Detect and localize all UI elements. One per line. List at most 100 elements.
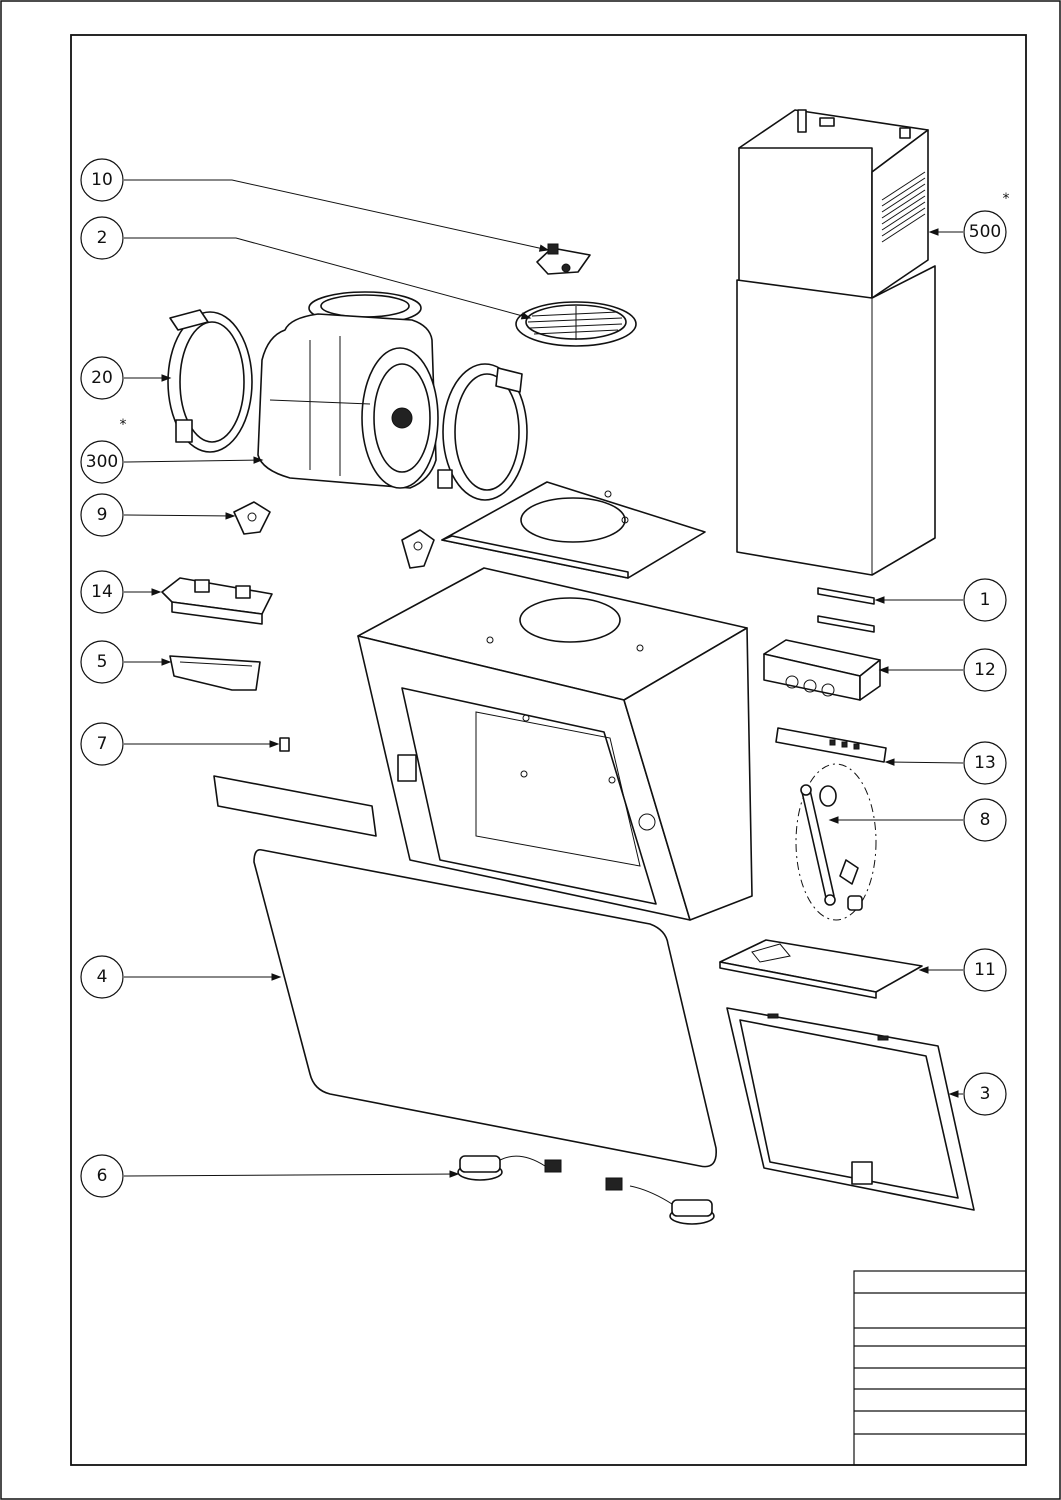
- leader-arrow-3: [948, 1090, 959, 1098]
- callout-20: 20: [80, 356, 124, 400]
- callout-3: 3: [963, 1072, 1007, 1116]
- leader-line-300: [123, 459, 263, 463]
- callout-circle-11: [963, 948, 1007, 992]
- asterisk-marker-300: *: [120, 417, 127, 433]
- part-12-electronic-box: [763, 639, 881, 701]
- part-5-cover: [169, 655, 261, 691]
- leader-line-9: [123, 514, 235, 517]
- part-ring-right: [437, 363, 528, 501]
- callout-circle-10: [80, 158, 124, 202]
- leader-line-2: [124, 237, 531, 319]
- part-13-control-panel: [775, 727, 887, 763]
- callout-circle-4: [80, 955, 124, 999]
- callout-1: 1: [963, 578, 1007, 622]
- callout-number-7: 7: [97, 734, 108, 754]
- callout-circle-7: [80, 722, 124, 766]
- leader-arrow-7: [269, 740, 280, 748]
- callout-circle-12: [963, 648, 1007, 692]
- title-block: [853, 1270, 1027, 1466]
- callout-circle-500: [963, 210, 1007, 254]
- part-main-body: [357, 567, 753, 921]
- callout-circle-14: [80, 570, 124, 614]
- leader-arrow-4: [271, 973, 282, 981]
- part-7-switch: [279, 737, 290, 752]
- leader-arrow-10: [538, 244, 550, 252]
- callout-12: 12: [963, 648, 1007, 692]
- callout-circle-2: [80, 216, 124, 260]
- part-11-filter: [719, 939, 923, 999]
- callout-circle-20: [80, 356, 124, 400]
- callout-6: 6: [80, 1154, 124, 1198]
- callout-number-500: 500: [969, 222, 1001, 242]
- leader-arrow-1: [874, 596, 885, 604]
- callout-8: 8: [963, 798, 1007, 842]
- callout-number-300: 300: [86, 452, 118, 472]
- drawing-frame: [70, 34, 1027, 1466]
- leader-arrow-20: [161, 374, 172, 382]
- part-4-glass-panel: [253, 848, 717, 1168]
- leader-arrow-8: [828, 816, 839, 824]
- part-9-bracket: [233, 501, 271, 535]
- callout-circle-300: [80, 440, 124, 484]
- callout-14: 14: [80, 570, 124, 614]
- part-8-gas-spring-kit: [795, 763, 877, 921]
- callout-circle-1: [963, 578, 1007, 622]
- leader-arrow-5: [161, 658, 172, 666]
- leader-arrow-11: [918, 966, 929, 974]
- part-300-motor: [257, 291, 439, 489]
- callout-10: 10: [80, 158, 124, 202]
- callout-number-2: 2: [97, 228, 108, 248]
- part-3-grease-filter: [726, 1007, 975, 1211]
- callout-5: 5: [80, 640, 124, 684]
- callout-11: 11: [963, 948, 1007, 992]
- callout-number-5: 5: [97, 652, 108, 672]
- part-front-strip: [213, 775, 377, 837]
- leader-arrow-14: [151, 588, 162, 596]
- callout-number-10: 10: [91, 170, 113, 190]
- leader-lines: [123, 179, 964, 1178]
- leader-arrow-12: [878, 666, 889, 674]
- callout-13: 13: [963, 741, 1007, 785]
- callout-number-4: 4: [97, 967, 108, 987]
- callout-number-1: 1: [980, 590, 991, 610]
- callout-number-12: 12: [974, 660, 996, 680]
- leader-arrow-6: [449, 1170, 460, 1178]
- callout-7: 7: [80, 722, 124, 766]
- leader-arrow-500: [928, 228, 939, 236]
- callout-300: 300: [80, 440, 124, 484]
- leader-arrow-13: [884, 758, 895, 766]
- part-chimney: [736, 109, 936, 576]
- callout-circle-8: [963, 798, 1007, 842]
- asterisk-marker-500: *: [1003, 191, 1010, 207]
- part-deflector-plate: [441, 481, 706, 579]
- callout-circle-3: [963, 1072, 1007, 1116]
- callout-number-9: 9: [97, 505, 108, 525]
- part-14-control-box: [161, 577, 273, 625]
- callout-9: 9: [80, 493, 124, 537]
- callout-500: 500: [963, 210, 1007, 254]
- part-20-ring-left: [167, 309, 253, 453]
- callout-number-3: 3: [980, 1084, 991, 1104]
- leader-arrow-9: [225, 512, 236, 520]
- callout-number-11: 11: [974, 960, 996, 980]
- leader-line-13: [885, 761, 964, 764]
- callout-circle-5: [80, 640, 124, 684]
- callout-circle-9: [80, 493, 124, 537]
- callout-circle-6: [80, 1154, 124, 1198]
- part-9-bracket-second: [401, 529, 435, 569]
- callout-number-20: 20: [91, 368, 113, 388]
- callout-4: 4: [80, 955, 124, 999]
- callout-number-14: 14: [91, 582, 113, 602]
- part-1-rails: [817, 587, 875, 633]
- callout-circle-13: [963, 741, 1007, 785]
- leader-line-6: [123, 1173, 459, 1177]
- callout-2: 2: [80, 216, 124, 260]
- leader-line-10: [124, 179, 549, 251]
- leader-arrow-300: [253, 456, 264, 464]
- callout-number-6: 6: [97, 1166, 108, 1186]
- leader-arrow-2: [520, 312, 532, 320]
- callout-number-8: 8: [980, 810, 991, 830]
- part-6-lamps: [457, 1155, 715, 1225]
